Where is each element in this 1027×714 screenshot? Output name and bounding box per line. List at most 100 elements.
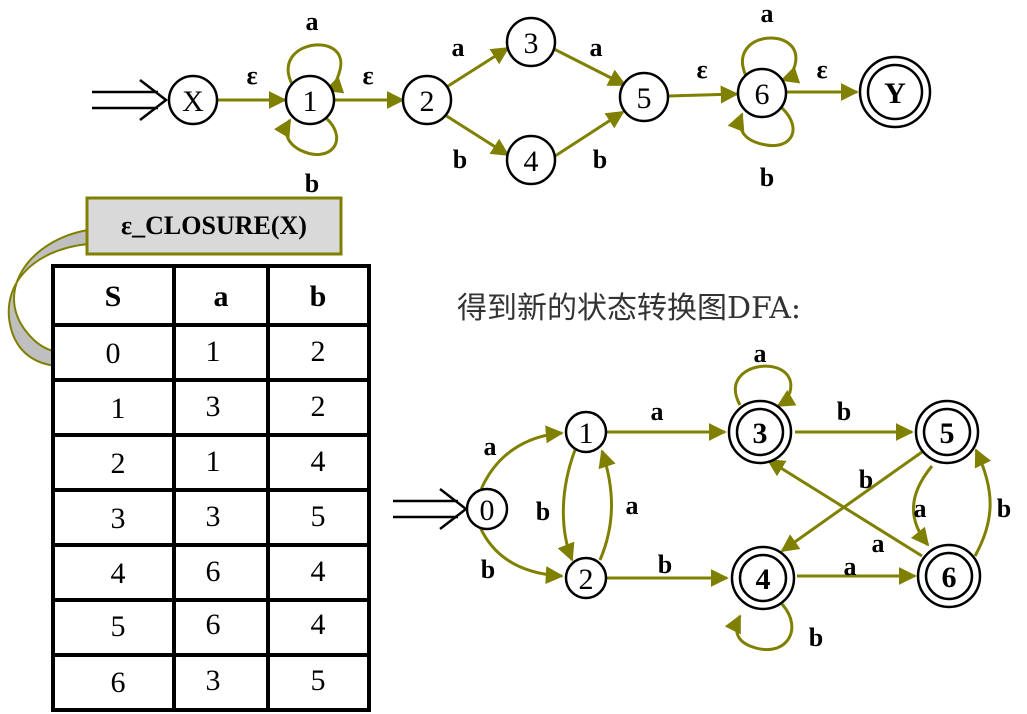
dfa-loop-3 (733, 364, 797, 408)
nfa-node-5: 5 (618, 71, 670, 123)
table-cell: 3 (111, 502, 126, 535)
nfa-node-2-label: 2 (420, 85, 435, 118)
dfa-edge-2-1 (598, 449, 616, 561)
dfa-label-0-1: a (484, 432, 497, 461)
table-cell: 3 (206, 390, 221, 423)
dfa-node-5-final: 5 (914, 399, 980, 465)
dfa-label-0-2: b (481, 555, 495, 584)
dfa-edge-5-6 (910, 465, 934, 547)
table-cell: 5 (311, 664, 326, 697)
dfa-node-3-final: 3 (727, 399, 793, 465)
nfa-node-1: 1 (284, 74, 336, 126)
nfa-node-1-label: 1 (303, 85, 318, 118)
nfa-node-y-final: Y (858, 55, 932, 129)
nfa-start-arrow (92, 79, 169, 121)
dfa-edge-6-3 (766, 458, 923, 558)
dfa-label-6-3: a (872, 529, 885, 558)
dfa-diagram: a b b a a b a b b a b a a b 0 1 2 3 (393, 339, 1011, 652)
nfa-diagram: ε a b ε a b a b ε a b ε X 1 2 3 4 (92, 0, 932, 198)
nfa-label-loop-6-top: a (761, 0, 774, 28)
table-cell: 2 (111, 447, 126, 480)
dfa-loop-4 (724, 603, 794, 652)
table-cell: 0 (106, 337, 121, 370)
dfa-label-4-6: a (844, 552, 857, 581)
dfa-label-5-6: a (914, 494, 927, 523)
dfa-label-1-2: b (536, 497, 550, 526)
table-cell: 1 (111, 392, 126, 425)
table-cell: 3 (206, 664, 221, 697)
dfa-label-2-1: a (626, 491, 639, 520)
dfa-edge-6-5 (973, 448, 992, 557)
nfa-node-6: 6 (736, 67, 788, 119)
nfa-edge-5-6 (667, 85, 739, 104)
table-cell: 5 (311, 500, 326, 533)
dfa-label-3-5: b (837, 397, 851, 426)
nfa-node-y-label: Y (884, 77, 906, 110)
dfa-caption: 得到新的状态转换图DFA: (457, 291, 801, 326)
nfa-label-1-2: ε (362, 61, 373, 90)
table-cell: 6 (206, 555, 221, 588)
dfa-node-1-label: 1 (579, 417, 594, 450)
nfa-edge-4-5 (551, 110, 625, 160)
dfa-label-5-4: b (859, 465, 873, 494)
nfa-label-x-1: ε (246, 61, 257, 90)
dfa-node-2: 2 (564, 556, 608, 600)
nfa-node-x-label: X (182, 85, 204, 118)
nfa-label-3-5: a (590, 33, 603, 62)
dfa-start-arrow (393, 488, 469, 530)
table-cell: 4 (311, 608, 326, 641)
nfa-label-5-6: ε (696, 55, 707, 84)
table-cell: 2 (311, 390, 326, 423)
nfa-node-3: 3 (505, 16, 557, 68)
table-cell: 1 (206, 445, 221, 478)
dfa-edge-0-1 (478, 425, 564, 493)
dfa-node-5-label: 5 (940, 417, 955, 450)
table-cell: 4 (311, 445, 326, 478)
dfa-edge-1-2 (557, 449, 577, 562)
nfa-label-loop-1-bottom: b (305, 169, 319, 198)
dfa-node-3-label: 3 (753, 417, 768, 450)
nfa-node-6-label: 6 (755, 78, 770, 111)
nfa-node-4-label: 4 (524, 145, 539, 178)
dfa-label-loop-4: b (809, 623, 823, 652)
nfa-label-loop-6-bottom: b (760, 163, 774, 192)
dfa-label-2-4: b (658, 550, 672, 579)
nfa-node-5-label: 5 (637, 82, 652, 115)
nfa-loop-6-top (741, 36, 801, 84)
dfa-edge-0-2 (478, 526, 564, 585)
closure-callout-text: ε_CLOSURE(X) (121, 211, 307, 240)
nfa-node-4: 4 (505, 134, 557, 186)
table-header-b: b (310, 280, 327, 313)
transition-table: S a b 0 1 2 1 3 2 2 1 4 3 3 5 4 6 4 5 6 … (51, 264, 371, 712)
nfa-loop-1-bottom (273, 116, 339, 157)
nfa-loop-1-top (286, 43, 345, 94)
table-cell: 3 (206, 500, 221, 533)
table-cell: 1 (206, 335, 221, 368)
nfa-label-2-4: b (453, 145, 467, 174)
table-cell: 2 (311, 335, 326, 368)
dfa-node-0-label: 0 (480, 494, 495, 527)
nfa-loop-6-bottom (727, 106, 795, 148)
nfa-node-3-label: 3 (524, 27, 539, 60)
dfa-node-0: 0 (465, 487, 509, 531)
nfa-label-loop-1-top: a (306, 7, 319, 36)
dfa-label-1-3: a (651, 397, 664, 426)
table-cell: 6 (206, 608, 221, 641)
dfa-edge-5-4 (780, 450, 923, 553)
table-cell: 6 (111, 666, 126, 699)
nfa-node-x: X (167, 74, 219, 126)
dfa-node-4-final: 4 (730, 545, 796, 611)
nfa-label-4-5: b (593, 145, 607, 174)
nfa-label-6-y: ε (816, 55, 827, 84)
table-cell: 4 (311, 555, 326, 588)
nfa-edge-3-5 (551, 46, 627, 87)
table-cell: 4 (111, 557, 126, 590)
nfa-edge-2-3 (444, 46, 510, 90)
dfa-node-1: 1 (564, 410, 608, 454)
dfa-label-loop-3: a (754, 339, 767, 368)
dfa-node-6-final: 6 (916, 543, 982, 609)
dfa-node-2-label: 2 (579, 563, 594, 596)
nfa-node-2: 2 (401, 74, 453, 126)
